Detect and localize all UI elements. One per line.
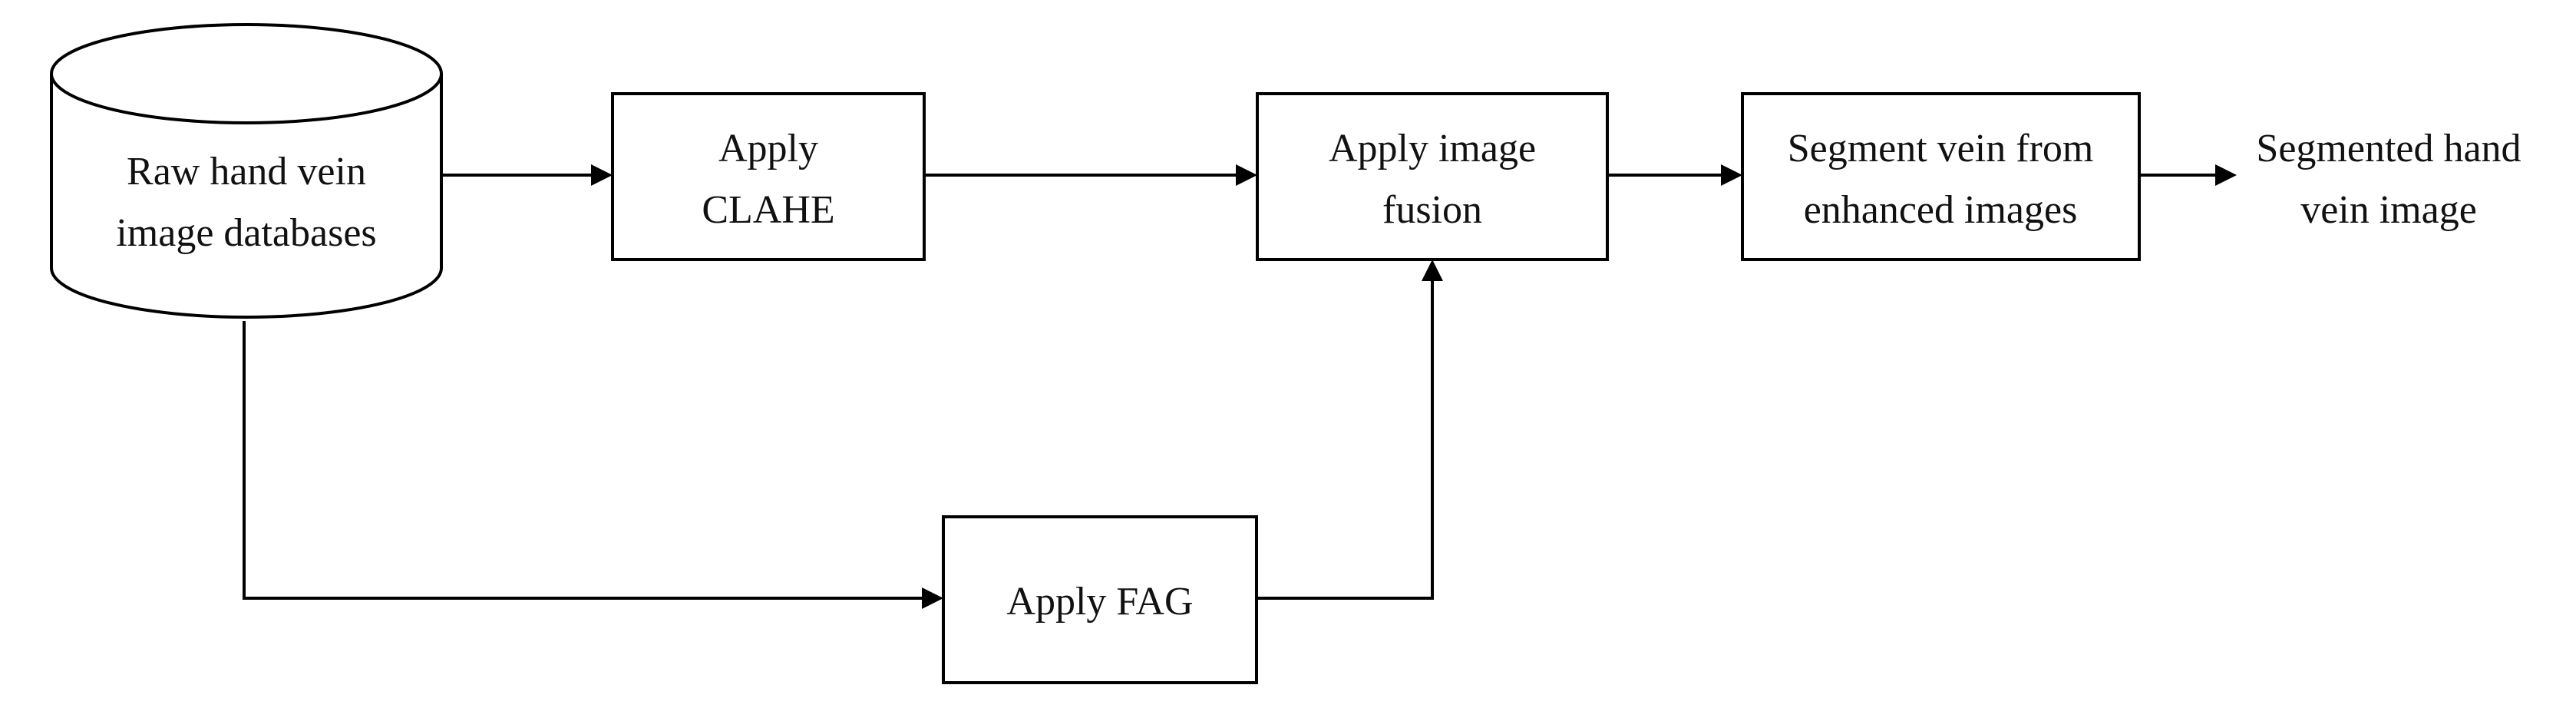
segment-label-line1: Segment vein from [1788, 127, 2094, 170]
arrowhead [922, 587, 943, 609]
edge-database-to-clahe [441, 164, 613, 186]
fusion-node: Apply image fusion [1256, 92, 1609, 261]
clahe-node: Apply CLAHE [611, 92, 926, 261]
database-node: Raw hand vein image databases [50, 23, 443, 319]
edge-database-to-fag [243, 321, 943, 609]
edge-segment-to-output [2139, 164, 2237, 186]
output-label-line1: Segmented hand [2256, 127, 2521, 170]
fag-box [942, 515, 1258, 684]
output-node: Segmented hand vein image [2256, 127, 2521, 232]
segment-node: Segment vein from enhanced images [1741, 92, 2141, 261]
clahe-box [611, 92, 926, 261]
segment-label-line2: enhanced images [1804, 188, 2078, 232]
edge-fusion-to-segment [1607, 164, 1742, 186]
database-cylinder-body [50, 74, 443, 319]
fusion-label-line1: Apply image [1329, 127, 1536, 170]
clahe-label-line1: Apply [718, 127, 818, 170]
output-label-line2: vein image [2300, 188, 2477, 232]
fusion-box [1256, 92, 1609, 261]
edge-line [243, 321, 923, 600]
database-label-line1: Raw hand vein [127, 150, 366, 194]
arrowhead [591, 164, 613, 186]
segment-box [1741, 92, 2141, 261]
clahe-label-line2: CLAHE [702, 188, 834, 232]
database-label-line2: image databases [116, 211, 376, 255]
arrowhead [1236, 164, 1257, 186]
database-cylinder-top [50, 23, 443, 124]
fag-label: Apply FAG [1006, 580, 1193, 624]
arrowhead [2215, 164, 2237, 186]
fusion-label-line2: fusion [1382, 188, 1482, 232]
edge-line [1257, 280, 1434, 600]
arrowhead [1422, 260, 1443, 281]
arrowhead [1721, 164, 1742, 186]
edge-fag-to-fusion [1257, 260, 1443, 600]
fag-node: Apply FAG [942, 515, 1258, 684]
edge-clahe-to-fusion [924, 164, 1257, 186]
